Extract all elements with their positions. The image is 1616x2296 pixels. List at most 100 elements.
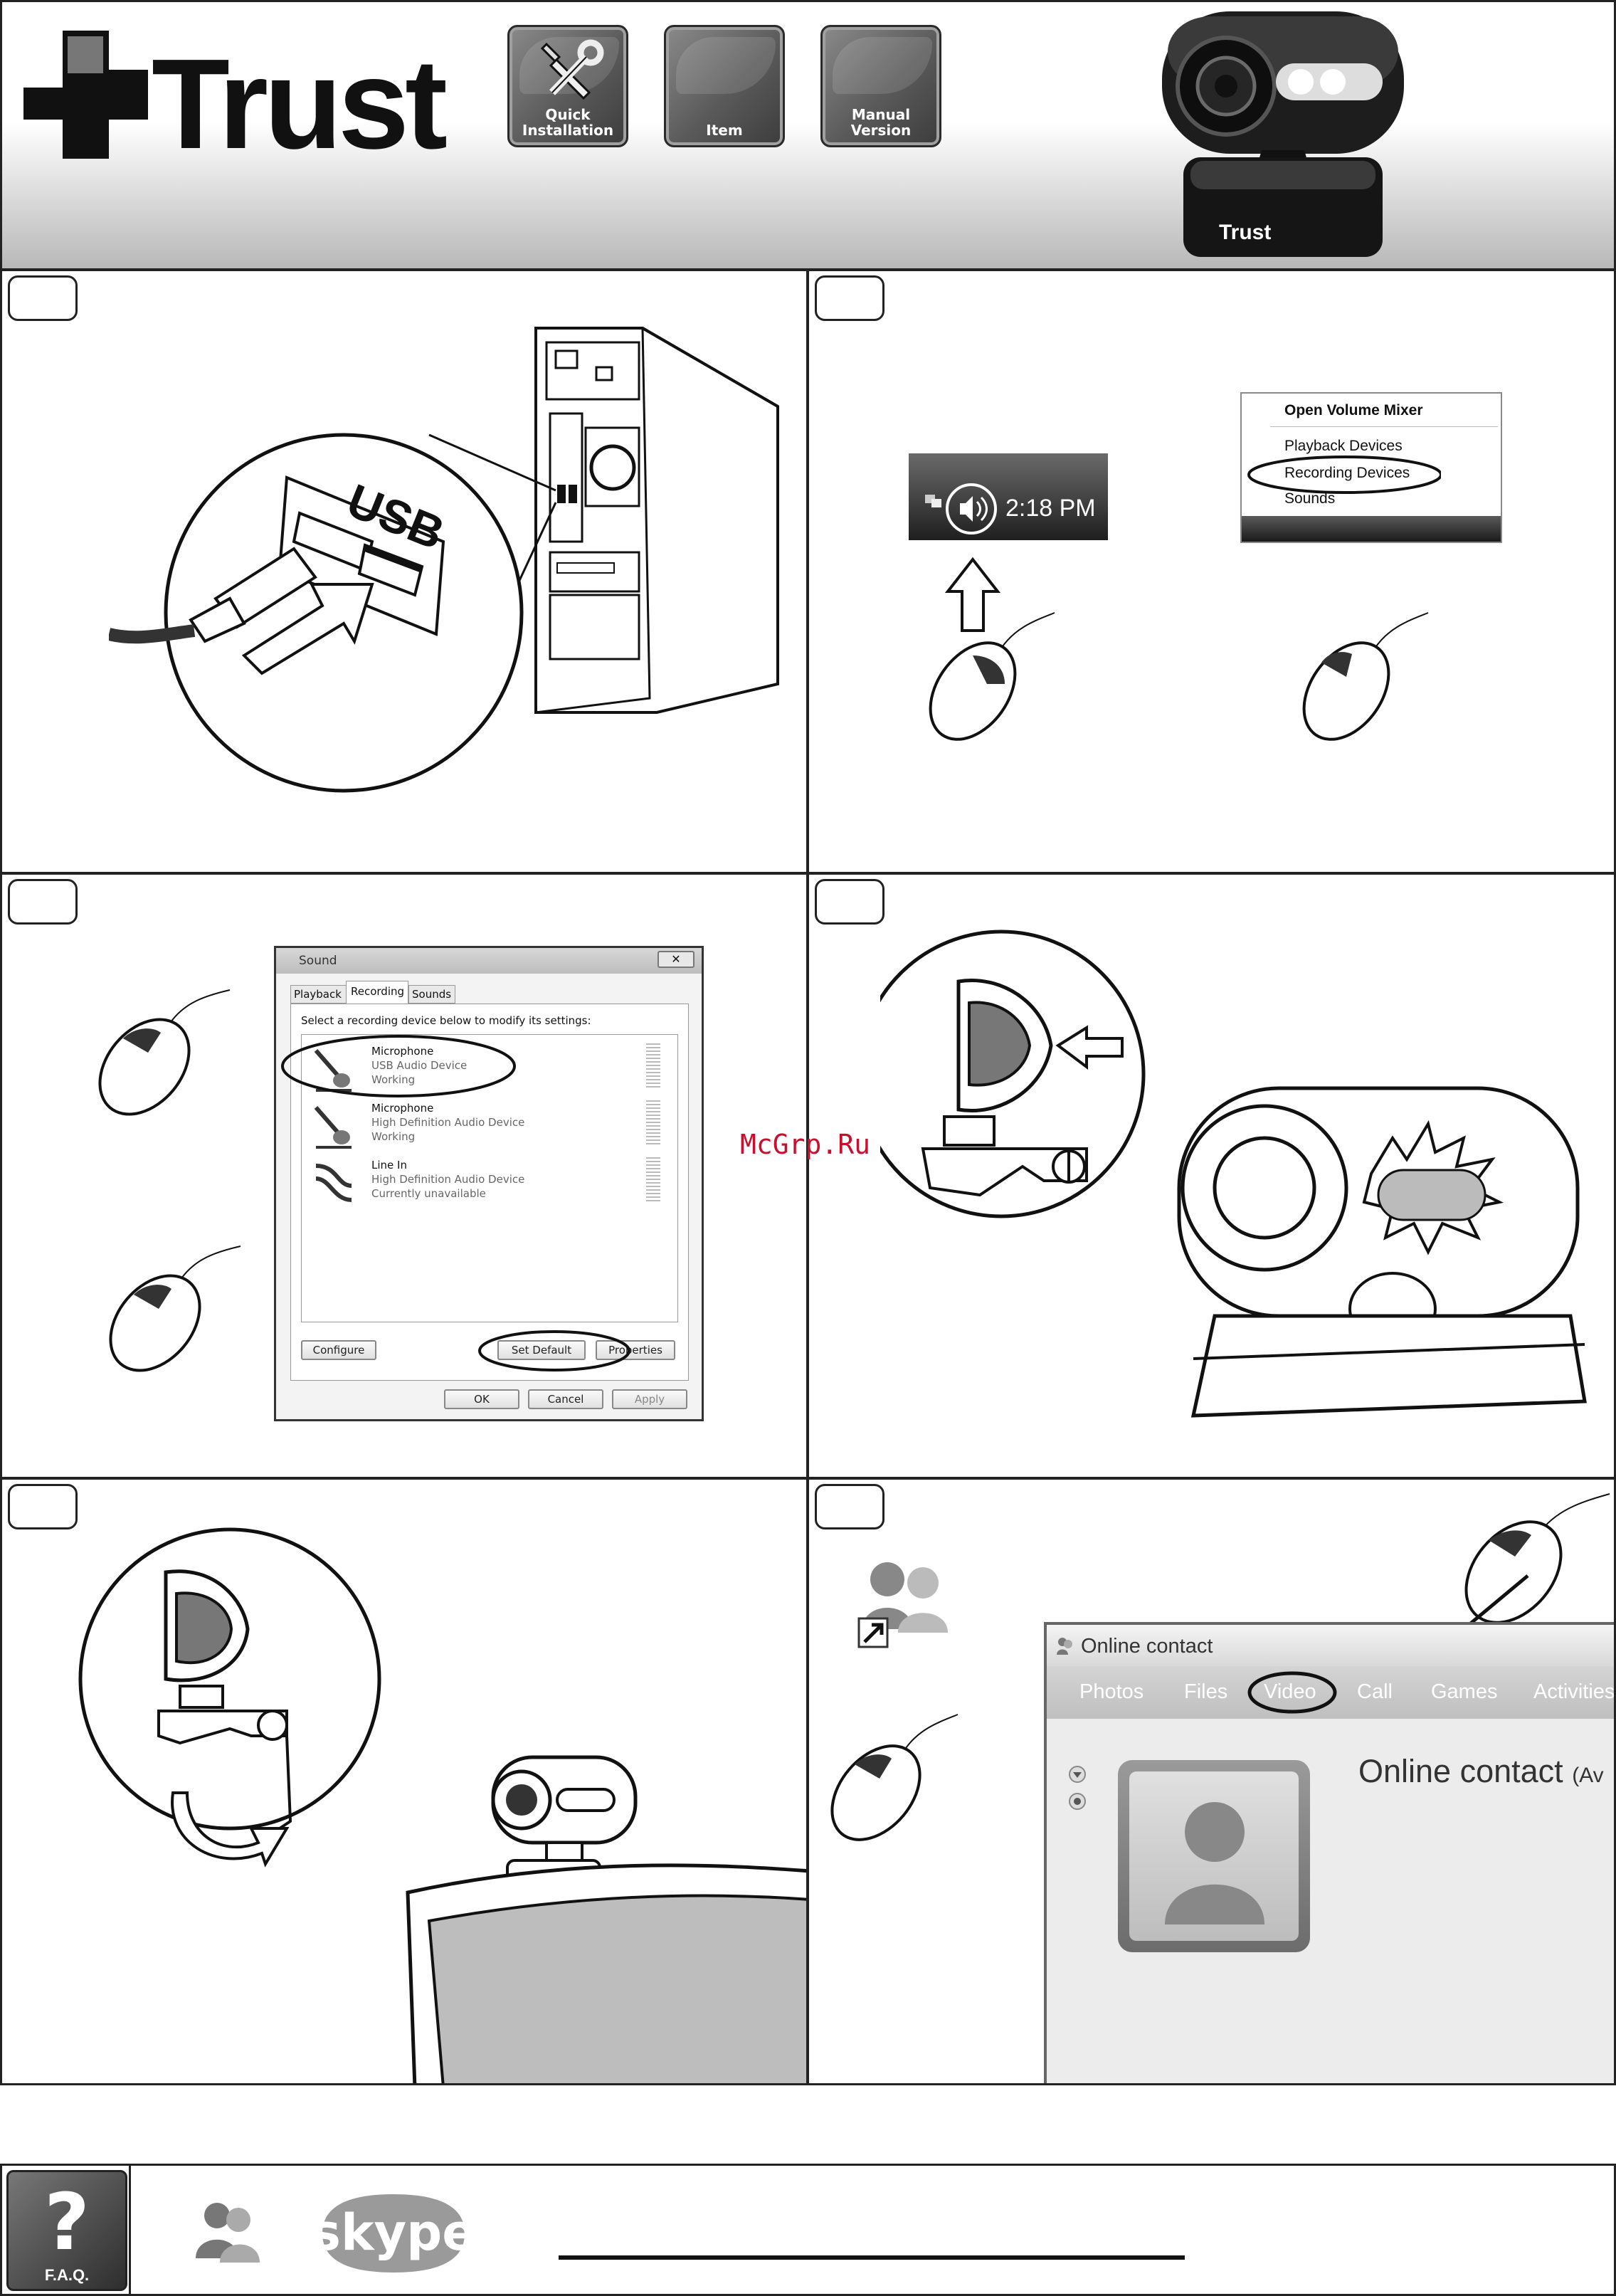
menu-item-recording-devices[interactable]: Recording Devices [1284,465,1410,481]
user-silhouette-icon [1165,1802,1264,1924]
set-default-button[interactable]: Set Default [497,1340,586,1360]
messenger-contacts-icon [857,1562,948,1648]
microphone-icon [314,1049,352,1092]
mouse-click-icon [830,1714,958,1841]
question-mark-icon: ? [44,2176,90,2268]
quick-installation-line2: Installation [522,122,614,139]
apply-button[interactable]: Apply [612,1389,687,1409]
footer-faq: ? F.A.Q. skype [0,2164,1616,2296]
toolbar-call[interactable]: Call [1357,1680,1393,1703]
line-in-cable-icon [315,1164,352,1202]
step-panel-2: 2:18 PM Open Volume Mixer Playback Devic… [807,269,1616,874]
toolbar-photos[interactable]: Photos [1079,1680,1144,1703]
menu-item-open-volume-mixer[interactable]: Open Volume Mixer [1284,402,1423,418]
step-number-box [815,275,884,321]
mini-taskbar [1242,516,1501,542]
tab-sounds[interactable]: Sounds [408,985,455,1004]
mouse-left-click-icon [98,989,231,1116]
messenger-icon [1057,1638,1072,1655]
menu-item-playback-devices[interactable]: Playback Devices [1284,438,1403,454]
quick-installation-line1: Quick [545,106,591,123]
device-type: High Definition Audio Device [371,1173,525,1186]
item-line2: Item [706,122,743,139]
dialog-titlebar: Sound ✕ [276,948,702,974]
device-list: Microphone USB Audio Device Working Micr… [281,1034,678,1322]
skype-wordmark: skype [311,2203,475,2262]
toolbar-games[interactable]: Games [1431,1680,1498,1703]
mouse-left-click-icon [929,612,1055,741]
device-item[interactable]: Microphone High Definition Audio Device … [305,1097,675,1153]
webcam-brand-label: Trust [1219,221,1271,244]
device-status: Working [371,1073,416,1086]
device-type: USB Audio Device [371,1059,468,1072]
tray-clock: 2:18 PM [1005,495,1096,522]
conversation-toolbar: Photos Files Video Call Games Activities [1047,1666,1615,1719]
step-number-box [8,1484,78,1529]
network-icon [925,495,941,507]
tab-content: Select a recording device below to modif… [281,1004,689,1381]
webcam-led-illustration [880,930,1587,1418]
up-arrow-icon [944,557,1001,632]
toolbar-video[interactable]: Video [1264,1680,1316,1703]
trust-logo: Trust [23,31,450,159]
level-meter [646,1043,660,1088]
tab-recording[interactable]: Recording [346,981,408,1004]
device-item[interactable]: Line In High Definition Audio Device Cur… [305,1154,675,1210]
contact-avatar-frame [1118,1760,1310,1952]
window-title: Online contact [1081,1635,1213,1658]
step-panel-4 [807,873,1616,1479]
speaker-volume-icon[interactable] [943,480,1000,537]
side-controls [1069,1766,1086,1810]
sound-dialog: Sound ✕ Playback Recording Sounds Select… [274,946,704,1421]
webcam-photo: Trust [1162,11,1404,257]
cancel-button[interactable]: Cancel [528,1389,603,1409]
level-meter [646,1100,660,1144]
contact-name: Online contact (Av [1358,1753,1604,1790]
tab-playback[interactable]: Playback [290,985,347,1004]
step-panel-5 [0,1478,808,2085]
level-meter [646,1157,660,1201]
close-icon[interactable]: ✕ [658,951,695,968]
step-panel-6: Online contact Photos Files Video Call G… [807,1478,1616,2085]
watermark: McGrp.Ru [740,1129,871,1160]
highlight-ellipse [1247,1671,1337,1714]
step-number-box [8,879,78,925]
device-name: Microphone [371,1102,434,1115]
dialog-title: Sound [299,954,337,968]
taskbar-tray: 2:18 PM [909,453,1108,540]
step-number-box [8,275,78,321]
properties-button[interactable]: Properties [596,1340,675,1360]
wrench-icon [540,39,604,100]
mouse-click-icon [1302,612,1429,741]
device-status: Working [371,1130,416,1143]
contact-name-text: Online contact [1358,1753,1563,1789]
monitor-mount-illustration [78,1527,806,2083]
step-number-box [815,1484,884,1529]
step-panel-1: USB [0,269,808,874]
device-item[interactable]: Microphone USB Audio Device Working [305,1041,675,1096]
configure-button[interactable]: Configure [301,1340,376,1360]
menu-item-sounds[interactable]: Sounds [1284,490,1336,507]
usb-connection-illustration: USB [109,327,779,793]
faq-button[interactable]: ? F.A.Q. [6,2170,127,2291]
mouse-click-icon [109,1246,241,1372]
ok-button[interactable]: OK [444,1389,519,1409]
item-button[interactable]: Item [664,25,785,147]
toolbar-activities[interactable]: Activities [1533,1680,1615,1703]
manual-version-line1: Manual [851,106,911,123]
device-name: Microphone [371,1045,434,1058]
toolbar-files[interactable]: Files [1184,1680,1228,1703]
divider-line [559,2255,1185,2260]
dialog-instruction: Select a recording device below to modif… [301,1014,591,1027]
messenger-icon [196,2203,260,2263]
device-type: High Definition Audio Device [371,1116,525,1129]
highlight-ellipse [1247,455,1441,494]
device-name: Line In [371,1159,407,1171]
window-titlebar: Online contact [1047,1625,1614,1666]
microphone-icon [314,1106,352,1149]
step-number-box [815,879,884,925]
avatar [1129,1771,1299,1941]
